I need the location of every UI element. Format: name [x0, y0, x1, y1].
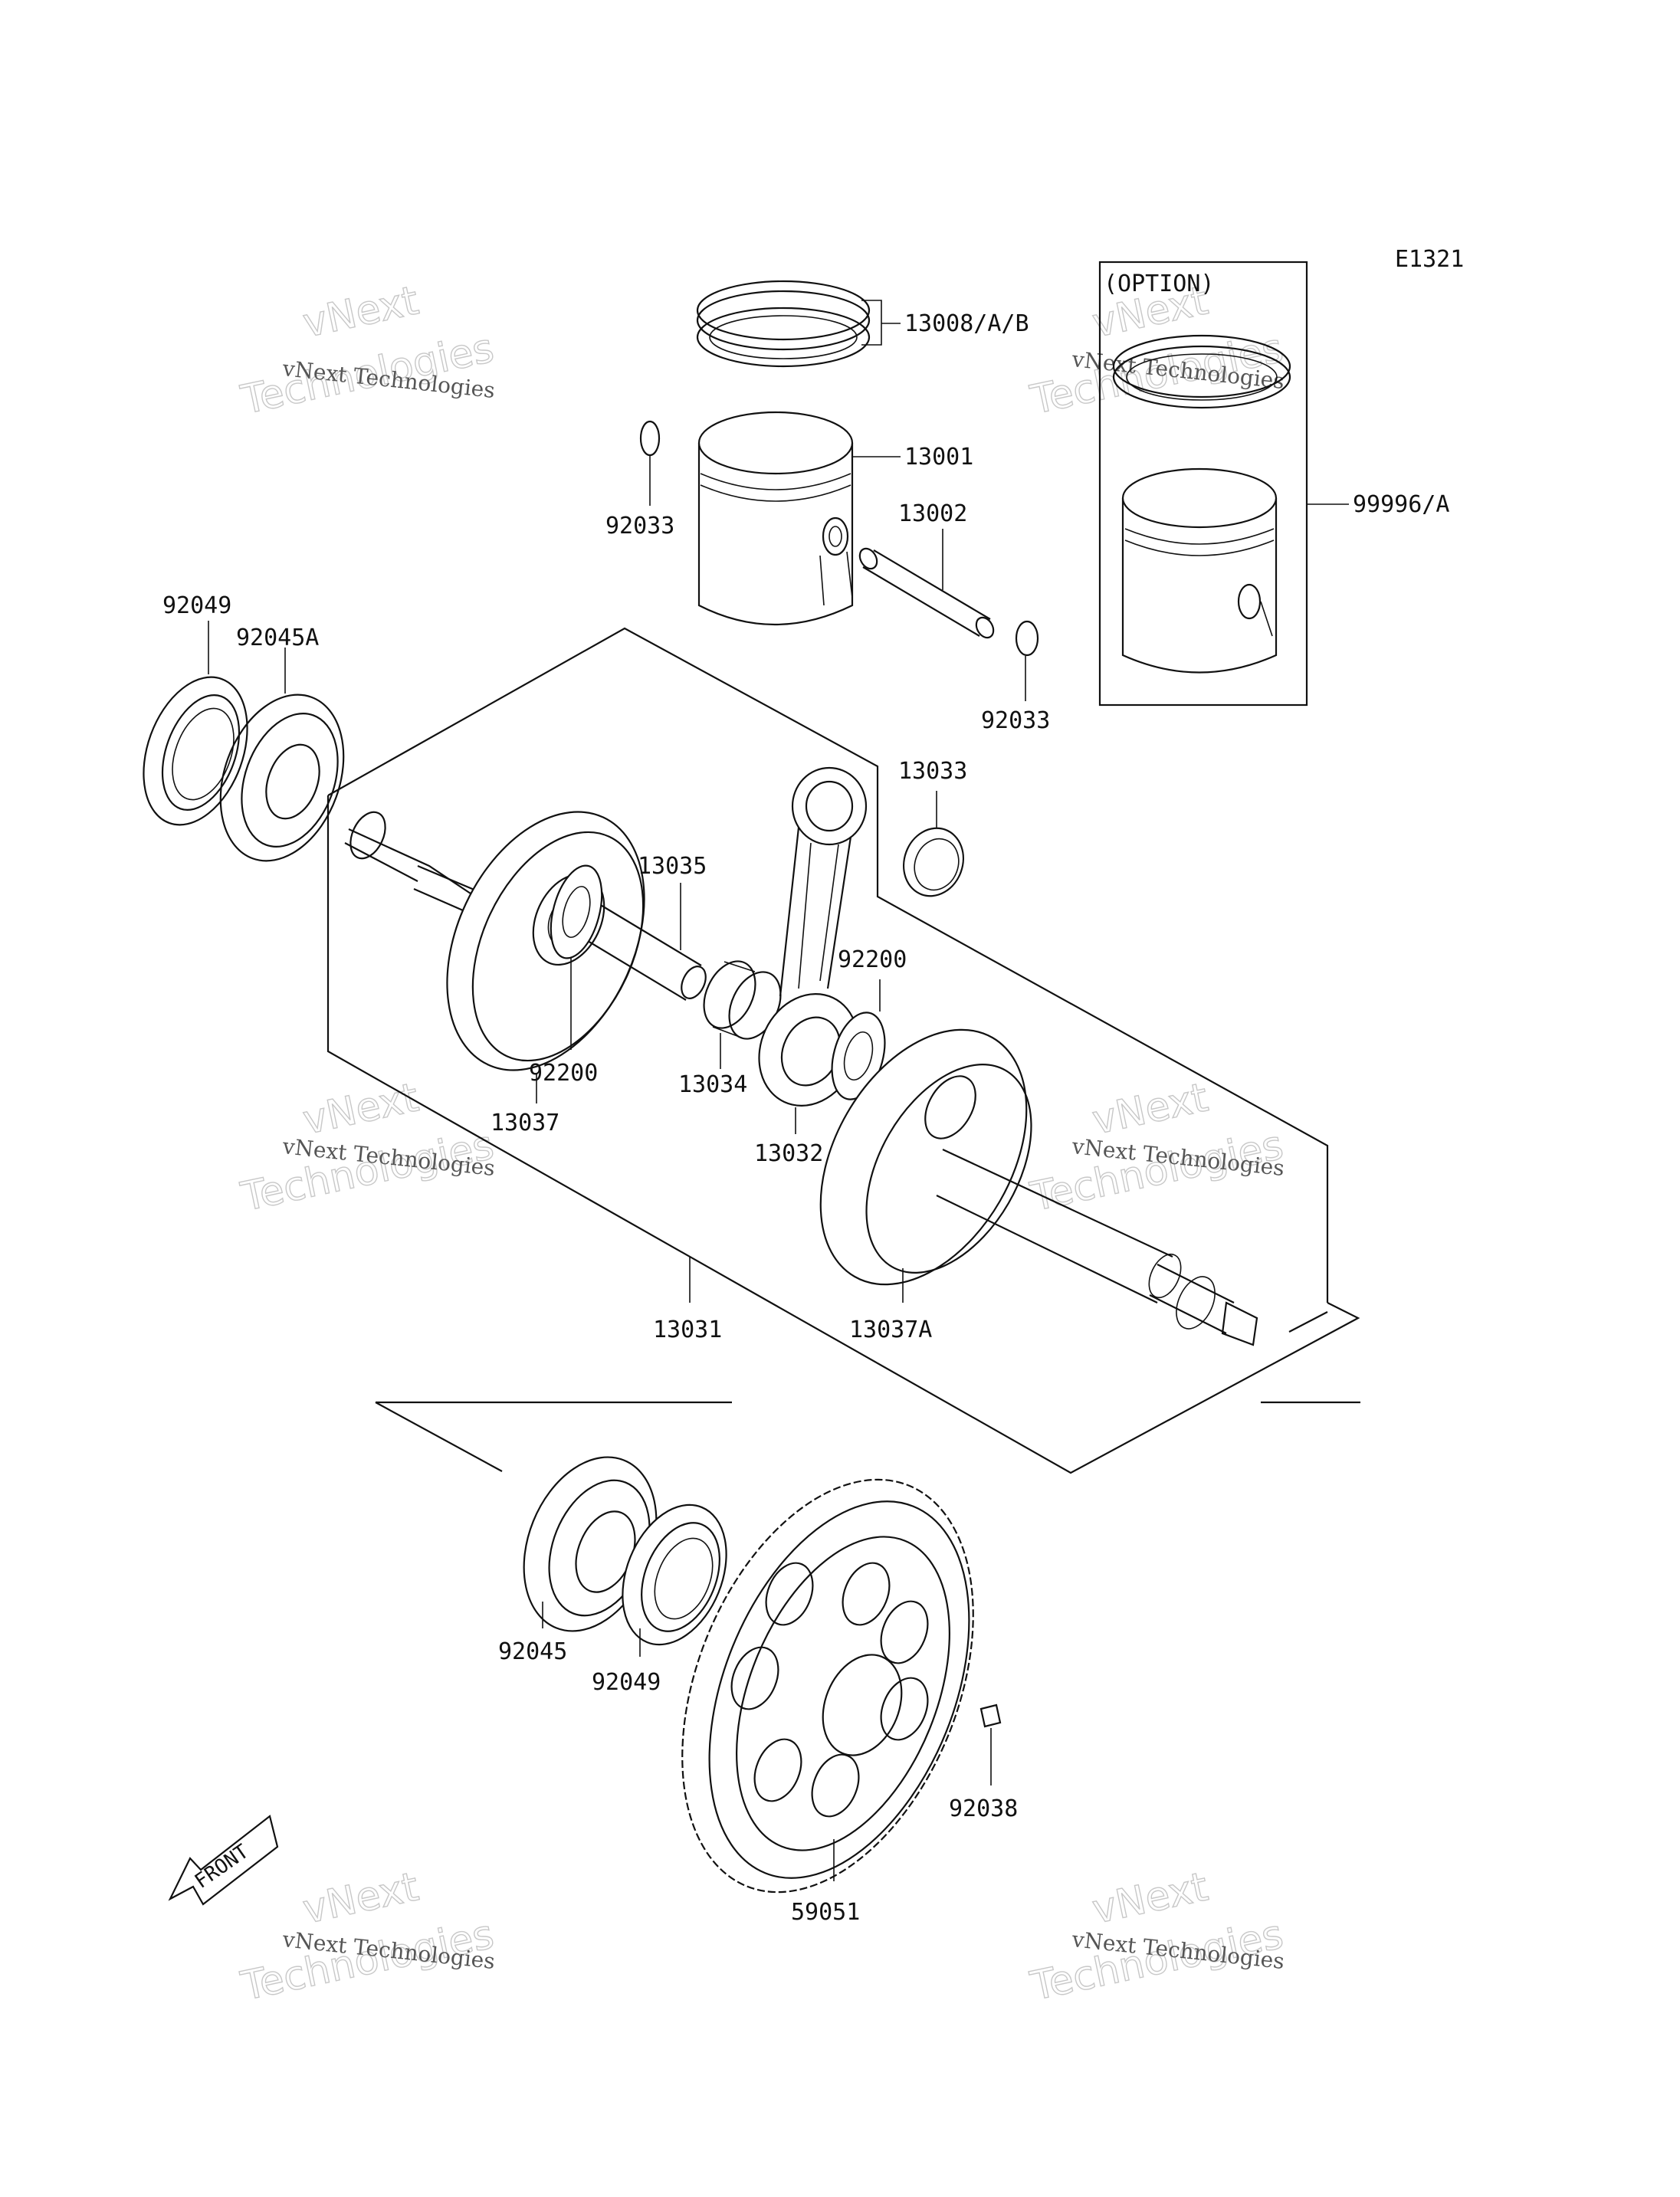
watermark-bottom-left: vNext Technologies vNext Technologies: [237, 1864, 499, 2011]
circlip-right: [1015, 620, 1039, 701]
label-13031: 13031: [653, 1317, 722, 1343]
option-piston-ring: [1112, 334, 1291, 409]
crank-pin: [583, 883, 707, 1001]
watermark-bottom-right: vNext Technologies vNext Technologies: [1026, 1864, 1288, 2011]
piston-pin: [858, 529, 995, 639]
option-box: (OPTION): [1098, 261, 1349, 707]
label-92200-left: 92200: [529, 1060, 598, 1087]
oil-seal-bottom: [622, 1503, 727, 1657]
label-13032: 13032: [754, 1140, 823, 1167]
watermark-mid-left: vNext Technologies vNext Technologies: [237, 1074, 499, 1221]
starter-gear: [681, 1478, 974, 1894]
watermark-brand: vNext: [299, 277, 422, 346]
label-92045A: 92045A: [236, 625, 319, 651]
label-13001: 13001: [904, 444, 973, 471]
option-box-label: (OPTION): [1104, 271, 1215, 297]
crank-flywheel-right: [819, 1028, 1258, 1346]
ball-bearing-left: [219, 648, 345, 862]
label-13037A: 13037A: [849, 1317, 932, 1343]
option-box-frame: [1098, 261, 1308, 707]
label-13034: 13034: [678, 1071, 747, 1098]
label-13008: 13008/A/B: [904, 310, 1029, 337]
watermark-brand: vNext: [1088, 1074, 1212, 1143]
label-99996: 99996/A: [1353, 491, 1449, 518]
label-92033-right: 92033: [981, 707, 1050, 734]
label-92049-bottom: 92049: [592, 1669, 661, 1696]
woodruff-key: [979, 1703, 1002, 1785]
section-separator: [375, 1401, 1360, 1472]
label-92200-right: 92200: [838, 946, 907, 973]
circlip-left: [639, 420, 661, 506]
watermark-brand: vNext: [1088, 1864, 1212, 1933]
label-13002: 13002: [898, 500, 967, 527]
piston: [697, 411, 901, 625]
label-92049-top: 92049: [162, 592, 231, 619]
label-13037: 13037: [491, 1110, 559, 1136]
front-arrow-icon: FRONT: [168, 1815, 279, 1906]
label-13033: 13033: [898, 758, 967, 785]
label-13035: 13035: [638, 853, 707, 880]
watermark-brand: vNext: [299, 1074, 422, 1143]
label-92045: 92045: [498, 1638, 567, 1665]
label-92038: 92038: [949, 1795, 1018, 1822]
crankshaft-assembly-outline: [326, 627, 1360, 1474]
watermark-brand: vNext: [299, 1864, 422, 1933]
front-label: FRONT: [191, 1840, 254, 1894]
piston-rings: [696, 280, 901, 368]
label-92033-top: 92033: [605, 513, 674, 539]
thrust-washer-left: [550, 864, 603, 1050]
drawing-code: E1321: [1395, 246, 1464, 273]
thrust-washer-right: [831, 979, 886, 1100]
label-59051: 59051: [791, 1899, 860, 1926]
watermark-top-left: vNext Technologies vNext Technologies: [237, 277, 499, 425]
oil-seal-left: [143, 621, 248, 826]
crank-flywheel-left: [344, 811, 645, 1103]
option-piston: [1121, 467, 1278, 674]
watermark-mid-right: vNext Technologies vNext Technologies: [1026, 1074, 1288, 1221]
needle-bearing-small-end: [903, 791, 964, 897]
